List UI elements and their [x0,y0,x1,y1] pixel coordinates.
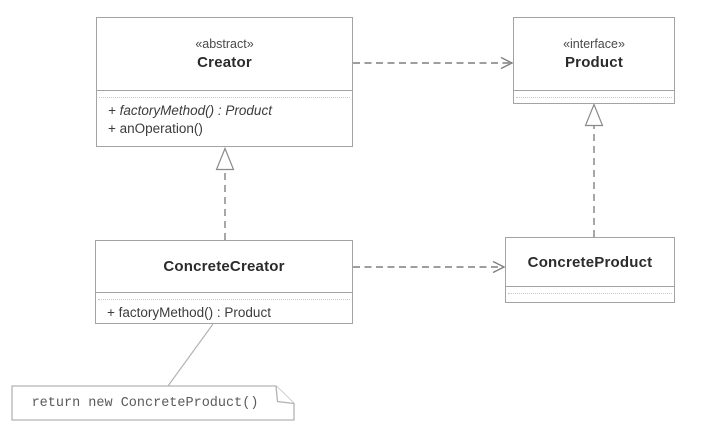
concrete-product-operations-compartment [506,294,674,302]
concrete-creator-name: ConcreteCreator [163,258,285,275]
note-text: return new ConcreteProduct() [31,395,259,411]
dependency-arrowhead-creator-product [500,56,514,70]
product-operations-compartment [514,98,674,103]
class-box-concrete-product: ConcreteProduct [505,237,675,303]
concrete-product-attributes-divider [508,287,672,294]
creator-name: Creator [197,54,252,71]
class-box-concrete-creator: ConcreteCreator + factoryMethod() : Prod… [95,240,353,324]
concrete-creator-method-factorymethod: + factoryMethod() : Product [107,305,271,320]
creator-method-anoperation: + anOperation() [108,120,203,136]
dependency-arrowhead-concretecreator-concreteproduct [492,260,506,274]
product-attributes-divider [516,91,672,98]
note-anchor-line [167,323,214,387]
concrete-creator-title-compartment: ConcreteCreator [96,241,352,293]
creator-attributes-divider [99,91,350,98]
concrete-creator-methods: + factoryMethod() : Product [96,300,352,322]
class-box-creator: «abstract» Creator + factoryMethod() : P… [96,17,353,147]
note-fold-corner [275,385,295,405]
product-name: Product [564,54,624,71]
concrete-creator-attributes-divider [98,293,350,300]
product-title-compartment: «interface» Product [514,18,674,91]
realization-triangle-concreteproduct-product [584,102,604,127]
concrete-product-name: ConcreteProduct [527,253,653,271]
note-shape [11,385,295,421]
class-box-product: «interface» Product [513,17,675,104]
creator-method-factorymethod: + factoryMethod() : Product [108,103,272,118]
creator-title-compartment: «abstract» Creator [97,18,352,91]
realization-triangle-concretecreator-creator [215,146,235,171]
product-stereotype: «interface» [563,37,625,51]
concrete-product-title-compartment: ConcreteProduct [506,238,674,287]
creator-stereotype: «abstract» [195,37,254,51]
creator-methods: + factoryMethod() : Product + anOperatio… [97,98,352,137]
